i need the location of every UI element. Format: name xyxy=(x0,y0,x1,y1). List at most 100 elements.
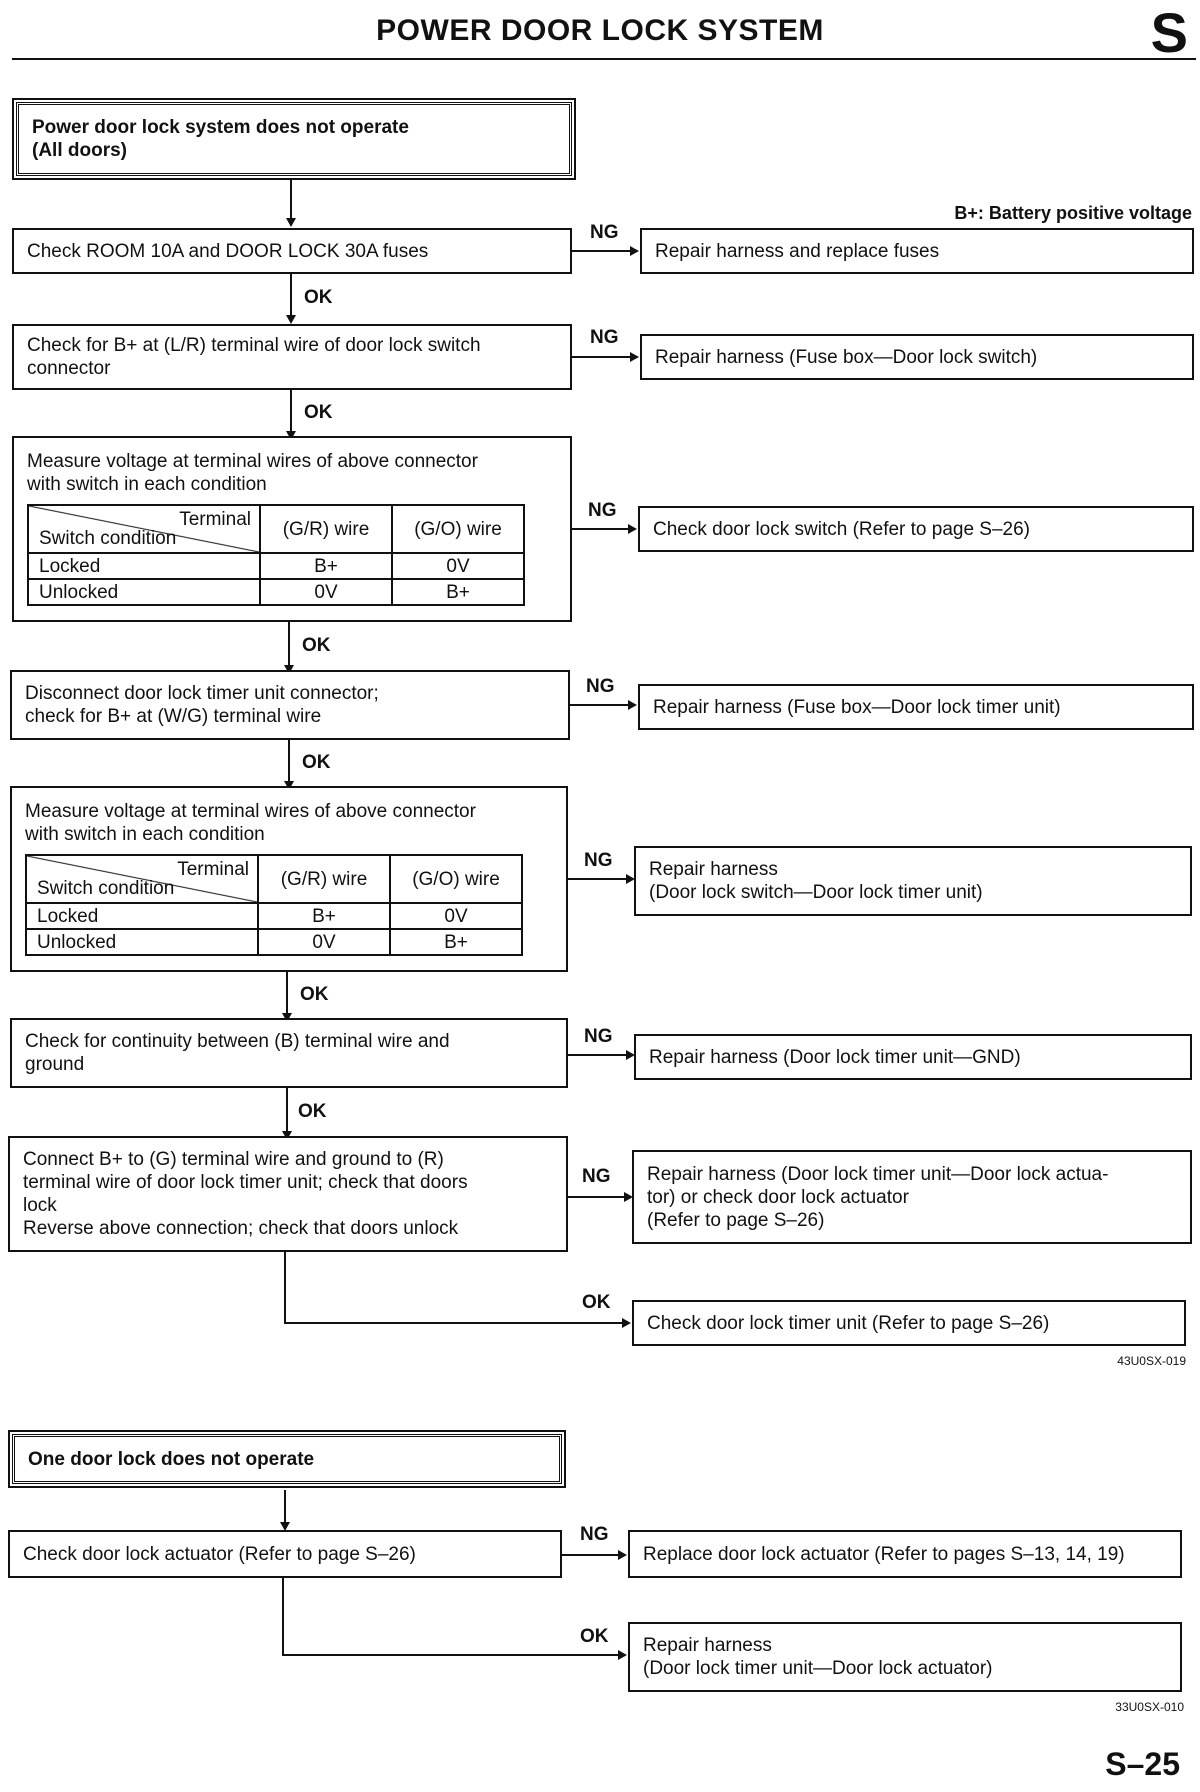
connector-line xyxy=(570,704,630,706)
go-wire-header: (G/O) wire xyxy=(389,854,523,904)
connector-line xyxy=(282,1578,284,1656)
ng-label: NG xyxy=(582,1166,611,1187)
ok-label: OK xyxy=(304,402,333,423)
arrow-down-icon xyxy=(286,218,296,227)
table-cell: B+ xyxy=(259,552,393,580)
flow2-ng-result: Replace door lock actuator (Refer to pag… xyxy=(628,1530,1182,1578)
table-cell: B+ xyxy=(391,578,525,606)
ng-result-7: Repair harness (Door lock timer unit—Doo… xyxy=(632,1150,1192,1244)
arrow-right-icon xyxy=(626,1050,635,1060)
table-row: Unlocked 0V B+ xyxy=(27,578,525,606)
ok-label: OK xyxy=(582,1292,611,1313)
go-wire-header: (G/O) wire xyxy=(391,504,525,554)
connector-line xyxy=(284,1252,286,1324)
connector-line xyxy=(288,740,290,786)
arrow-down-icon xyxy=(284,781,294,790)
connector-line xyxy=(290,274,292,320)
check-step-3: Measure voltage at terminal wires of abo… xyxy=(12,436,572,622)
table-cell: Locked xyxy=(25,902,259,930)
table-cell: 0V xyxy=(257,928,391,956)
ng-label: NG xyxy=(590,222,619,243)
check-step-1: Check ROOM 10A and DOOR LOCK 30A fuses xyxy=(12,228,572,274)
ng-label: NG xyxy=(580,1524,609,1545)
flow2-ok-result: Repair harness (Door lock timer unit—Doo… xyxy=(628,1622,1182,1692)
ok-label: OK xyxy=(302,635,331,656)
figure-reference-1: 43U0SX-019 xyxy=(1117,1354,1186,1368)
table-cell: 0V xyxy=(259,578,393,606)
table-cell: B+ xyxy=(389,928,523,956)
ok-label: OK xyxy=(300,984,329,1005)
ok-label: OK xyxy=(580,1626,609,1647)
arrow-down-icon xyxy=(286,431,296,440)
ng-result-4: Repair harness (Fuse box—Door lock timer… xyxy=(638,684,1194,730)
page-number: S–25 xyxy=(1105,1746,1180,1782)
ng-result-3: Check door lock switch (Refer to page S–… xyxy=(638,506,1194,552)
ok-label: OK xyxy=(304,287,333,308)
arrow-right-icon xyxy=(630,246,639,256)
connector-line xyxy=(568,878,628,880)
final-ok-result: Check door lock timer unit (Refer to pag… xyxy=(632,1300,1186,1346)
arrow-right-icon xyxy=(630,352,639,362)
connector-line xyxy=(562,1554,620,1556)
connector-line xyxy=(286,1088,288,1136)
flow1-start-box: Power door lock system does not operate … xyxy=(12,98,576,180)
table-header-diagonal: Terminal Switch condition xyxy=(27,504,261,554)
ng-result-5: Repair harness (Door lock switch—Door lo… xyxy=(634,846,1192,916)
arrow-right-icon xyxy=(618,1550,627,1560)
ok-label: OK xyxy=(302,752,331,773)
flow2-check: Check door lock actuator (Refer to page … xyxy=(8,1530,562,1578)
check-step-4: Disconnect door lock timer unit connecto… xyxy=(10,670,570,740)
ng-result-6: Repair harness (Door lock timer unit—GND… xyxy=(634,1034,1192,1080)
table-cell: B+ xyxy=(257,902,391,930)
table-row: Locked B+ 0V xyxy=(25,902,523,930)
ng-label: NG xyxy=(584,1026,613,1047)
arrow-down-icon xyxy=(284,665,294,674)
arrow-right-icon xyxy=(628,524,637,534)
table-cell: 0V xyxy=(391,552,525,580)
ng-label: NG xyxy=(586,676,615,697)
check-step-5: Measure voltage at terminal wires of abo… xyxy=(10,786,568,972)
voltage-table-1: Terminal Switch condition (G/R) wire (G/… xyxy=(27,504,525,606)
connector-line xyxy=(284,1490,286,1526)
connector-line xyxy=(572,250,632,252)
figure-reference-2: 33U0SX-010 xyxy=(1115,1700,1184,1714)
arrow-down-icon xyxy=(286,315,296,324)
check-step-6: Check for continuity between (B) termina… xyxy=(10,1018,568,1088)
table-cell: 0V xyxy=(389,902,523,930)
connector-line xyxy=(290,180,292,220)
gr-wire-header: (G/R) wire xyxy=(257,854,391,904)
switch-condition-header: Switch condition xyxy=(39,528,177,549)
table-cell: Unlocked xyxy=(25,928,259,956)
arrow-down-icon xyxy=(280,1522,290,1531)
table-row: Locked B+ 0V xyxy=(27,552,525,580)
arrow-down-icon xyxy=(282,1013,292,1022)
flow2-start-box: One door lock does not operate xyxy=(8,1430,566,1488)
header-rule xyxy=(12,58,1196,60)
table-cell: Locked xyxy=(27,552,261,580)
voltage-table-2: Terminal Switch condition (G/R) wire (G/… xyxy=(25,854,523,956)
connector-line xyxy=(572,356,632,358)
ng-label: NG xyxy=(584,850,613,871)
table-row: Unlocked 0V B+ xyxy=(25,928,523,956)
gr-wire-header: (G/R) wire xyxy=(259,504,393,554)
arrow-right-icon xyxy=(622,1318,631,1328)
arrow-right-icon xyxy=(628,700,637,710)
check-step-7: Connect B+ to (G) terminal wire and grou… xyxy=(8,1136,568,1252)
connector-line xyxy=(282,1654,620,1656)
table-cell: Unlocked xyxy=(27,578,261,606)
table-header-diagonal: Terminal Switch condition xyxy=(25,854,259,904)
ng-label: NG xyxy=(588,500,617,521)
arrow-down-icon xyxy=(282,1131,292,1140)
arrow-right-icon xyxy=(624,1192,633,1202)
terminal-header: Terminal xyxy=(179,509,251,530)
ok-label: OK xyxy=(298,1101,327,1122)
terminal-header: Terminal xyxy=(177,859,249,880)
arrow-right-icon xyxy=(626,874,635,884)
connector-line xyxy=(568,1054,628,1056)
connector-line xyxy=(290,390,292,436)
arrow-right-icon xyxy=(618,1650,627,1660)
switch-condition-header: Switch condition xyxy=(37,878,175,899)
ng-label: NG xyxy=(590,327,619,348)
connector-line xyxy=(284,1322,624,1324)
connector-line xyxy=(572,528,630,530)
